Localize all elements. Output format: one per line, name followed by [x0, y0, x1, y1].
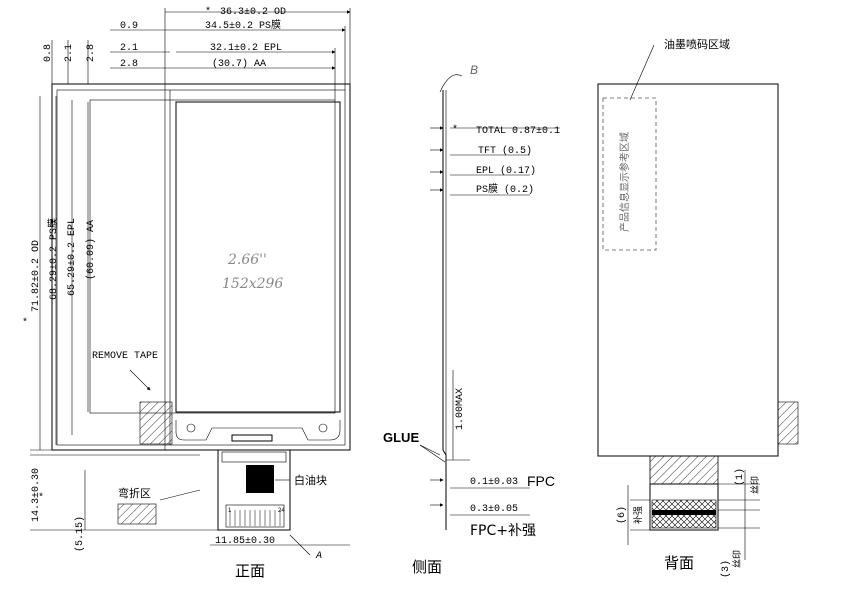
star-mark: *: [205, 6, 211, 18]
star-mark-left: *: [22, 317, 28, 329]
fpc-thickness: 0.1±0.03: [470, 477, 518, 488]
bend-area-label: 弯折区: [118, 486, 151, 500]
star-side: *: [452, 124, 458, 136]
back-fpc-hatch: [649, 455, 719, 485]
ink-area-label: 油墨喷码区域: [664, 37, 730, 51]
epl-thickness: EPL (0.17): [476, 165, 536, 177]
ink-leader: [629, 44, 655, 101]
marker-a: A: [315, 551, 322, 562]
dim-aa-width: (30.7) AA: [212, 58, 266, 70]
reference-area-label: 产品信息显示参考区域: [618, 132, 631, 232]
dim-od-height: 71.82±0.2 OD: [31, 240, 42, 312]
dim-28-v: 2.8: [86, 44, 97, 62]
max-height: 1.00MAX: [455, 388, 466, 430]
dim-28: 2.8: [120, 59, 138, 70]
tft-thickness: TFT (0.5): [478, 145, 532, 157]
bend-area-hatch: [117, 503, 157, 525]
silk-label-2: 丝印: [731, 550, 743, 568]
white-oil-block: [246, 465, 274, 493]
info-reference-area: [602, 97, 657, 251]
remove-tape-label: REMOVE TAPE: [92, 351, 158, 362]
pin-1: 1: [228, 508, 232, 514]
fpc-label: FPC: [527, 473, 555, 489]
back-tape-hatch: [777, 401, 799, 445]
fpc-stiffener-label: FPC+补强: [470, 523, 536, 539]
stiffener-band: [652, 510, 716, 515]
dim-epl-width: 32.1±0.2 EPL: [210, 43, 282, 54]
side-profile: [442, 90, 447, 530]
front-caption: 正面: [235, 562, 265, 580]
dim-epl-height: 65.29±0.2 EPL: [67, 218, 78, 296]
dim-21: 2.1: [120, 43, 138, 54]
total-thickness: TOTAL 0.87±0.1: [476, 126, 560, 137]
back-caption: 背面: [664, 554, 694, 572]
front-view: * 36.3±0.2 OD 34.5±0.2 PS膜 32.1±0.2 EPL …: [22, 6, 351, 580]
dim-6: (6): [616, 506, 628, 524]
stiffener-thickness: 0.3±0.05: [470, 504, 518, 515]
back-view: 油墨喷码区域 产品信息显示参考区域 (1) 丝印 (6) 补强 (3) 丝印 背…: [597, 37, 799, 578]
dim-08-v: 0.8: [43, 44, 54, 62]
pin-24: 24: [278, 508, 285, 514]
marker-b: B: [470, 63, 478, 77]
dim-09: 0.9: [120, 21, 138, 32]
epl-outline: [89, 99, 336, 414]
panel-outline-ps: [56, 89, 346, 446]
silk-label-1: 丝印: [749, 476, 761, 494]
remove-tape-hatch: [139, 401, 173, 445]
dim-1: (1): [734, 468, 746, 486]
glue-label: GLUE: [383, 430, 419, 445]
white-block-label: 白油块: [294, 473, 327, 487]
fpc-pins: [229, 510, 281, 526]
display-size: 2.66'': [227, 252, 267, 268]
side-caption: 侧面: [412, 558, 442, 576]
dim-ps-width: 34.5±0.2 PS膜: [205, 19, 281, 32]
back-fpc: [649, 483, 719, 531]
dim-3: (3): [720, 560, 732, 578]
resolution: 152x296: [222, 276, 283, 292]
dim-fpc-length: 14.3±0.30: [31, 468, 42, 522]
side-view: B * TOTAL 0.87±0.1 TFT (0.5) EPL (0.17) …: [383, 63, 560, 576]
ps-thickness: PS膜 (0.2): [476, 183, 534, 196]
active-area: [175, 101, 341, 413]
dim-fpc-width: 11.85±0.30: [215, 536, 275, 547]
dim-aa-height: (60.09) AA: [85, 220, 97, 280]
dim-ps-height: 68.29±0.2 PS膜: [47, 218, 60, 300]
stiffener-label: 补强: [632, 506, 644, 524]
dim-bend: (5.15): [74, 516, 86, 552]
star-mark-bottom: *: [38, 492, 44, 504]
dim-od-width: 36.3±0.2 OD: [220, 7, 286, 18]
dim-21-v: 2.1: [64, 44, 75, 62]
